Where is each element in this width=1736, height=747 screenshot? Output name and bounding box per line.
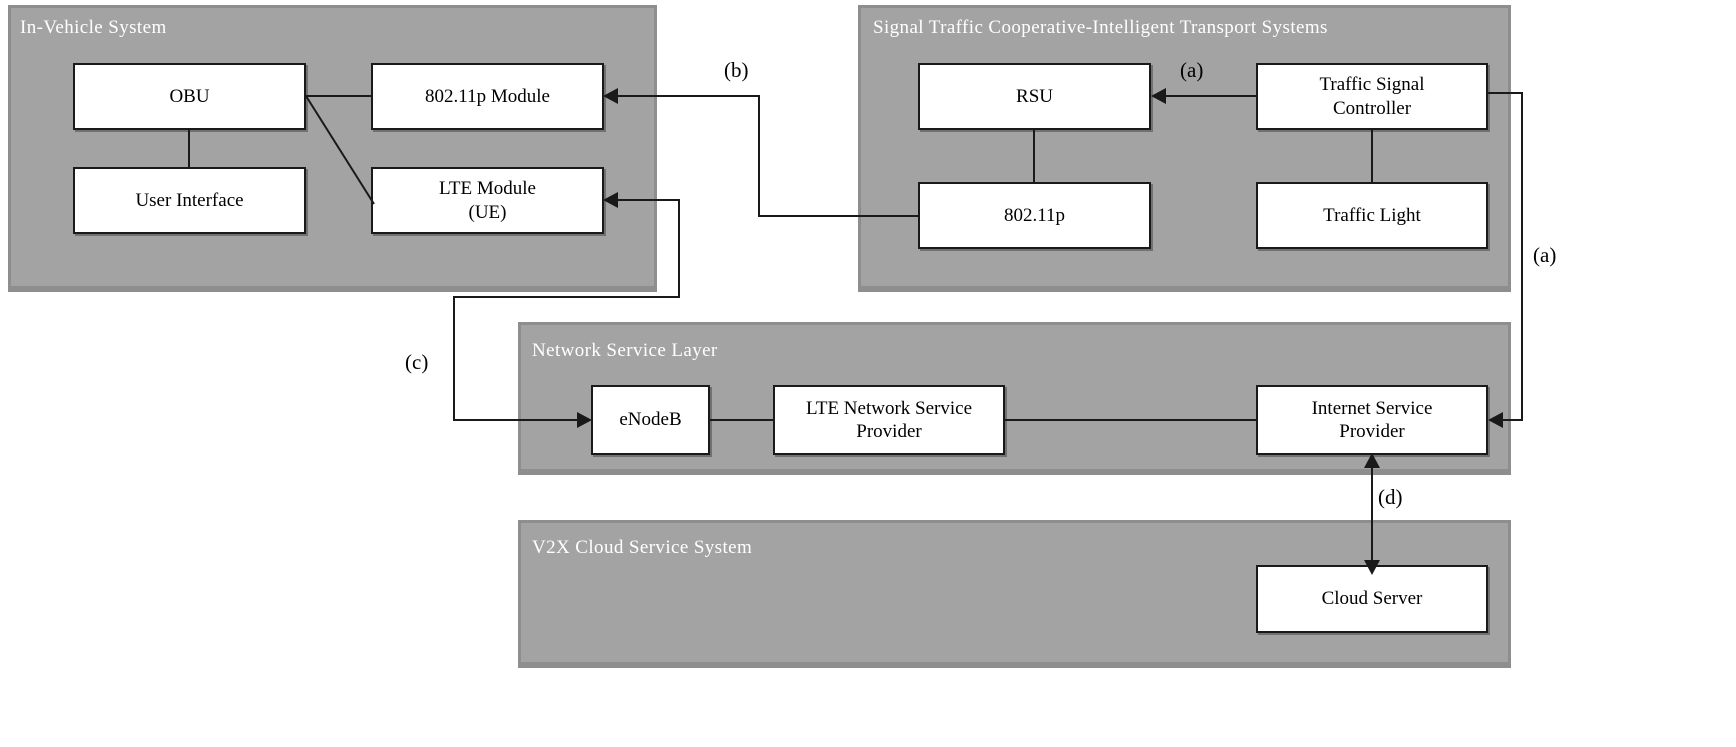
connector-lte-nsp-to-isp — [1005, 419, 1257, 421]
connector-b-segment-top — [617, 95, 760, 97]
flow-label-a-right: (a) — [1533, 243, 1557, 267]
node-lte-module[interactable]: LTE Module (UE) — [371, 167, 604, 234]
node-lte-module-label-line2: (UE) — [468, 201, 507, 223]
connector-d-isp-cloud — [1371, 462, 1373, 562]
node-traffic-light-label: Traffic Light — [1323, 204, 1421, 226]
panel-v2x-cloud-service-system-title: V2X Cloud Service System — [532, 537, 753, 558]
node-traffic-light[interactable]: Traffic Light — [1256, 182, 1488, 249]
connector-enodeb-to-lte-nsp — [710, 419, 774, 421]
panel-network-service-layer-title: Network Service Layer — [532, 340, 718, 361]
node-user-interface-label: User Interface — [135, 189, 244, 211]
node-rsu[interactable]: RSU — [918, 63, 1151, 130]
connector-b-segment-vertical — [758, 95, 760, 217]
node-enodeb[interactable]: eNodeB — [591, 385, 710, 455]
connector-c-left-vertical — [453, 296, 455, 420]
node-traffic-signal-controller-line1: Traffic Signal — [1319, 74, 1425, 96]
flow-label-b: (b) — [724, 58, 749, 82]
node-obu-label: OBU — [169, 85, 210, 107]
node-isp-line2: Provider — [1339, 421, 1405, 442]
node-internet-service-provider-label: Internet Service Provider — [1300, 397, 1445, 443]
node-obu[interactable]: OBU — [73, 63, 306, 130]
flow-label-d: (d) — [1378, 485, 1403, 509]
connector-tsc-to-traffic-light — [1371, 130, 1373, 183]
node-rsu-label: RSU — [1016, 85, 1053, 107]
connector-obu-to-user-interface — [188, 130, 190, 168]
connector-obu-to-80211p — [305, 95, 372, 97]
flow-label-c: (c) — [405, 350, 429, 374]
connector-c-to-lte-module — [617, 199, 680, 201]
node-isp-line1: Internet Service — [1311, 397, 1433, 419]
connector-c-to-enodeb — [453, 419, 577, 421]
node-traffic-signal-controller[interactable]: Traffic Signal Controller — [1256, 63, 1488, 130]
node-enodeb-label: eNodeB — [619, 409, 682, 431]
connector-a-right-bottom — [1502, 419, 1523, 421]
node-lte-network-service-provider[interactable]: LTE Network Service Provider — [773, 385, 1005, 455]
arrowhead-d-down — [1364, 560, 1380, 575]
arrowhead-b-to-80211p-module — [603, 88, 618, 104]
arrowhead-tsc-to-rsu — [1151, 88, 1166, 104]
arrowhead-c-to-lte-module — [603, 192, 618, 208]
connector-a-right-top — [1488, 92, 1523, 94]
node-user-interface[interactable]: User Interface — [73, 167, 306, 234]
node-traffic-signal-controller-label: Traffic Signal Controller — [1307, 73, 1436, 119]
node-80211p-rsu-label: 802.11p — [1003, 204, 1066, 226]
node-lte-module-label-line1: LTE Module — [439, 178, 536, 200]
connector-tsc-to-rsu — [1165, 95, 1257, 97]
connector-a-right-vertical — [1521, 92, 1523, 419]
panel-in-vehicle-system-title: In-Vehicle System — [20, 17, 167, 38]
node-internet-service-provider[interactable]: Internet Service Provider — [1256, 385, 1488, 455]
panel-in-vehicle-system — [8, 5, 657, 292]
node-lte-module-label: LTE Module (UE) — [427, 177, 548, 223]
connector-obu-to-lte-module — [305, 95, 375, 205]
node-lte-nsp-line1: LTE Network Service — [805, 397, 973, 419]
node-traffic-signal-controller-line2: Controller — [1332, 97, 1412, 119]
arrowhead-c-to-enodeb — [577, 412, 592, 428]
arrowhead-a-right-to-isp — [1488, 412, 1503, 428]
connector-rsu-to-80211p — [1033, 130, 1035, 183]
node-80211p-module[interactable]: 802.11p Module — [371, 63, 604, 130]
connector-b-segment-bottom — [758, 215, 919, 217]
flow-label-a-top: (a) — [1180, 58, 1204, 82]
node-lte-network-service-provider-label: LTE Network Service Provider — [794, 397, 984, 443]
node-80211p-rsu[interactable]: 802.11p — [918, 182, 1151, 249]
connector-c-top-horizontal — [453, 296, 680, 298]
panel-signal-traffic-cits-title: Signal Traffic Cooperative-Intelligent T… — [873, 17, 1328, 38]
connector-c-right-vertical — [678, 200, 680, 298]
node-cloud-server-label: Cloud Server — [1321, 588, 1423, 610]
node-80211p-module-label: 802.11p Module — [425, 85, 550, 107]
arrowhead-d-up — [1364, 453, 1380, 468]
node-lte-nsp-line2: Provider — [856, 421, 922, 442]
node-cloud-server[interactable]: Cloud Server — [1256, 565, 1488, 633]
